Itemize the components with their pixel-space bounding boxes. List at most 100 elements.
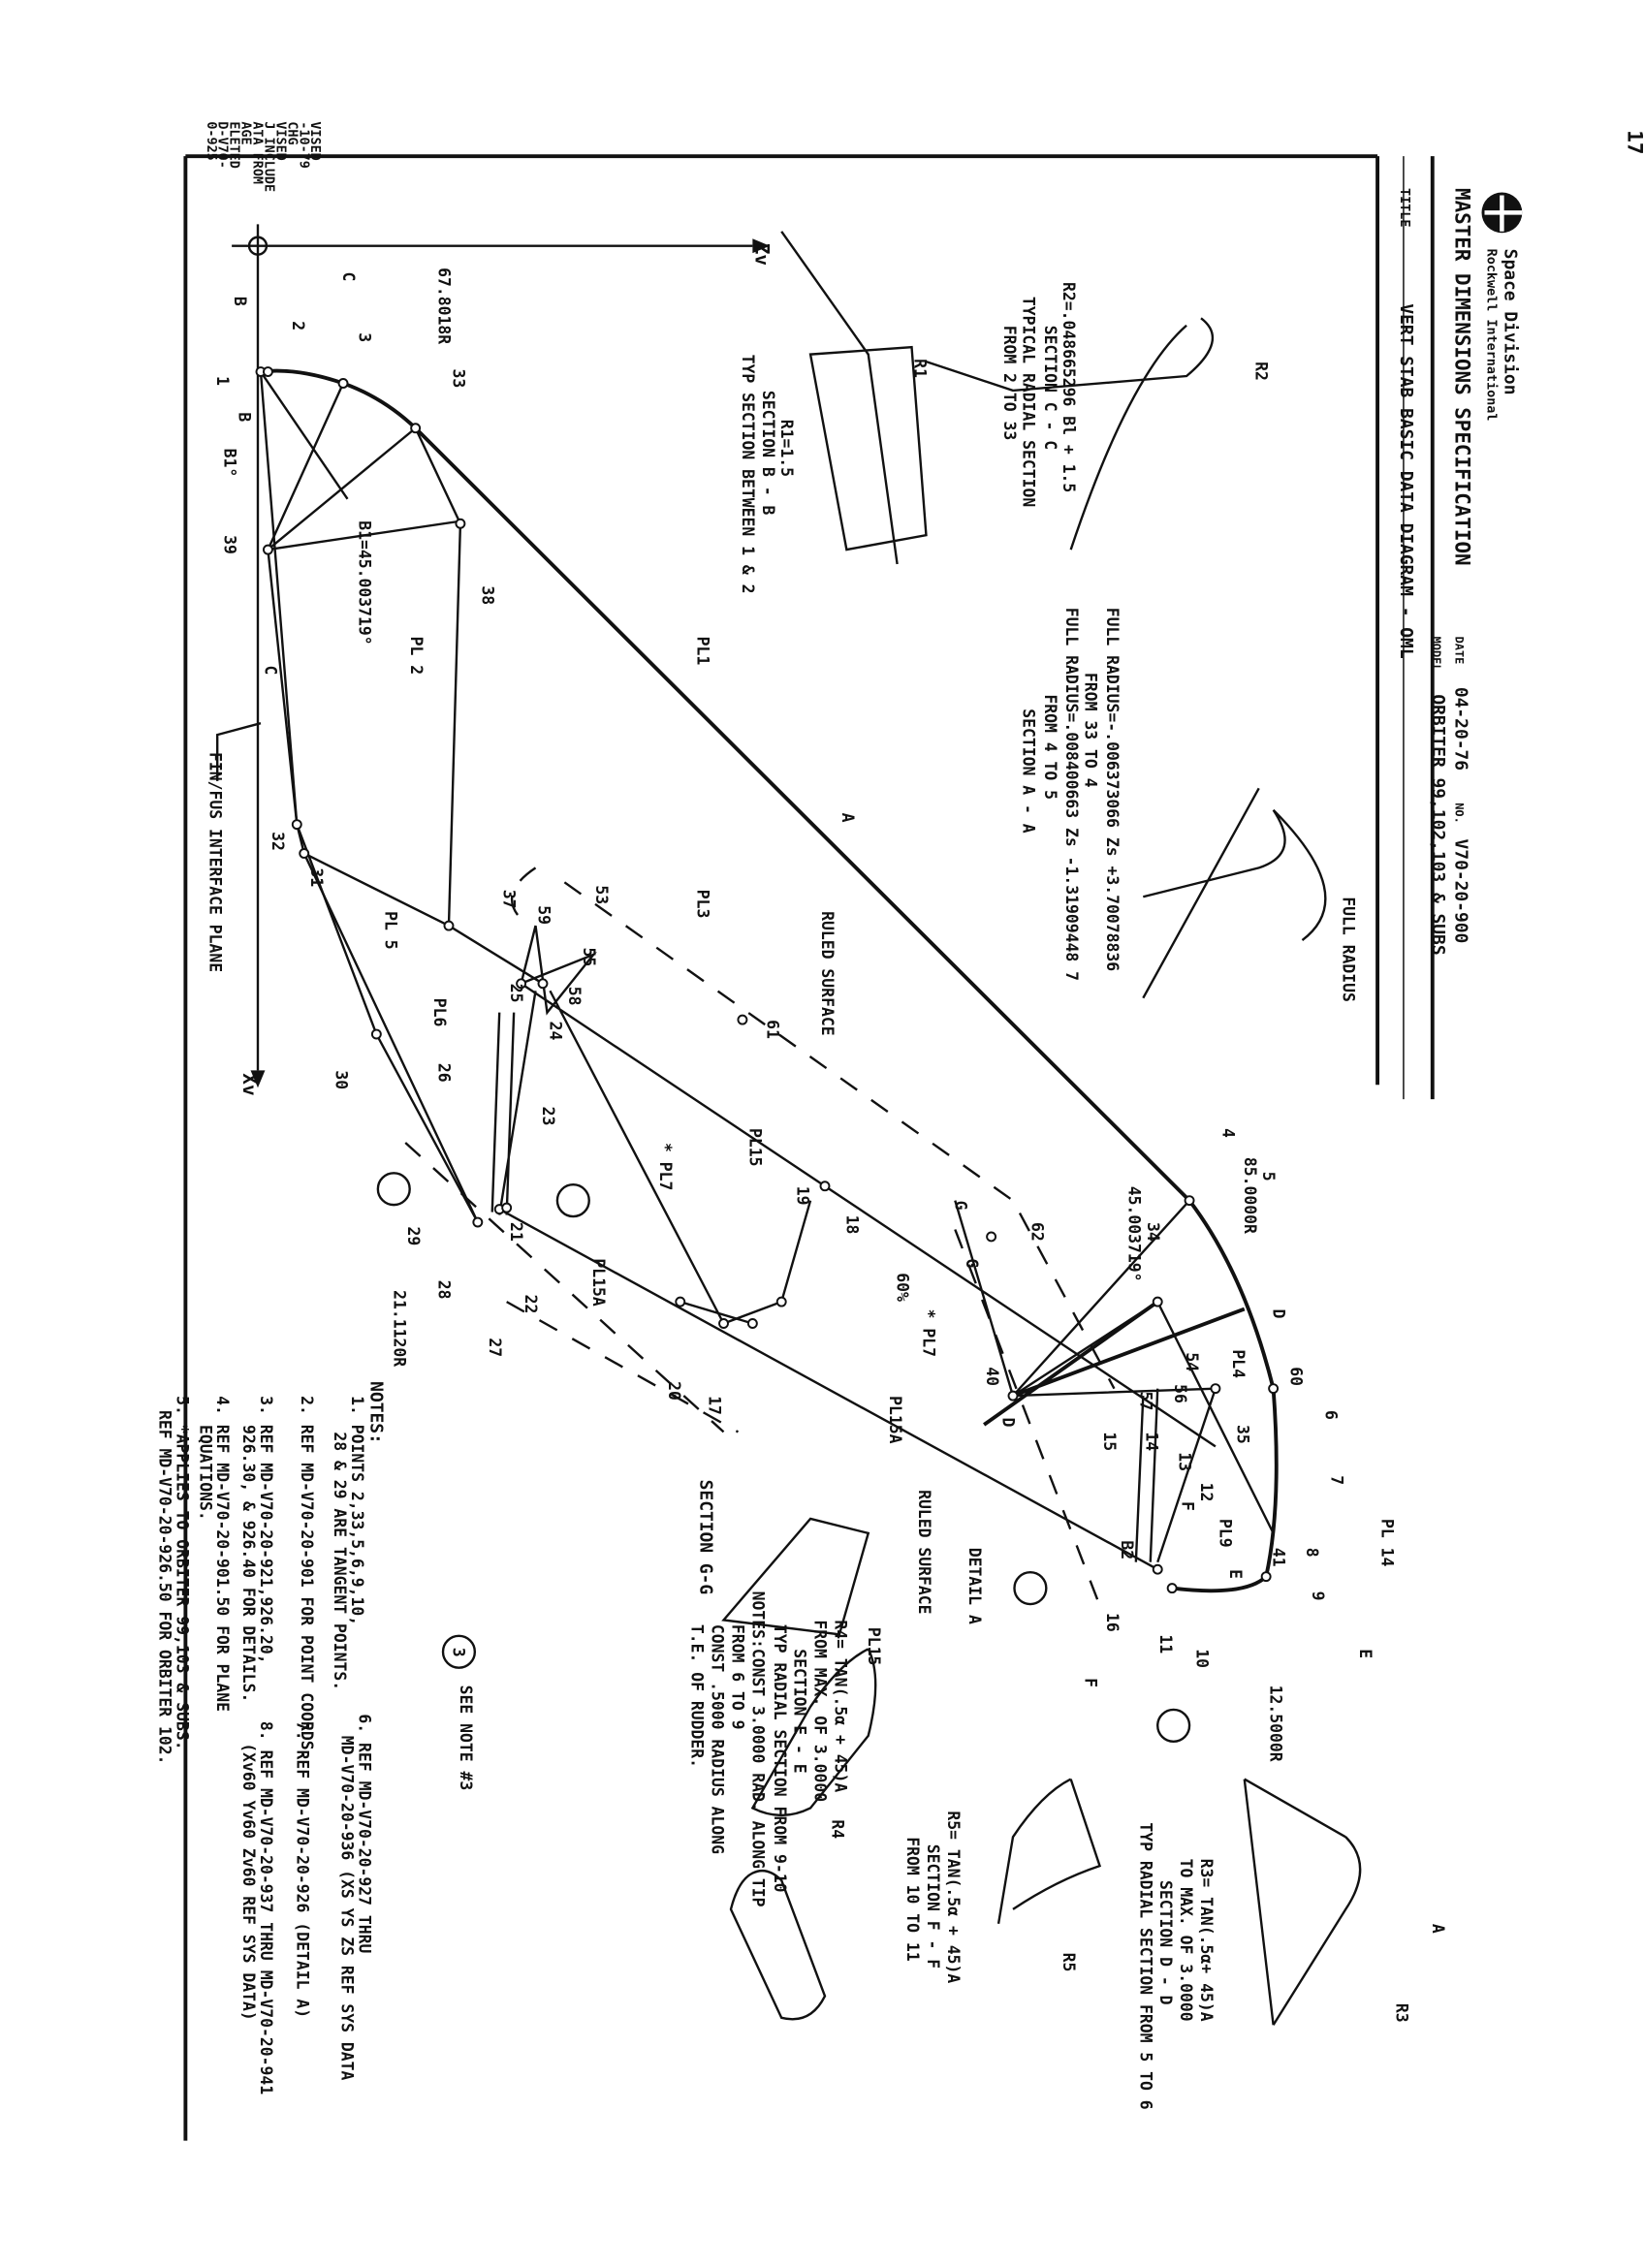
section-f-f-text: R5 — [1059, 1953, 1078, 1972]
zv-axis-label: Zv — [750, 243, 773, 266]
point-label: 31 — [307, 867, 326, 887]
section-d-d-text: TO MAX. OF 3.0000 — [1177, 1859, 1195, 2022]
revision-note: CHG — [284, 121, 299, 144]
revision-note: 0-925 — [204, 121, 218, 160]
point-marker — [1152, 1563, 1163, 1575]
point-marker — [410, 423, 422, 434]
point-label: 17 — [706, 1396, 724, 1415]
point-marker — [455, 518, 466, 529]
point-label: PL 14 — [1378, 1519, 1397, 1567]
point-marker — [370, 1028, 382, 1040]
note-3-badges — [376, 1172, 1191, 1743]
point-label: PL 5 — [381, 911, 399, 950]
point-label: G — [963, 1258, 981, 1268]
point-marker — [1007, 1390, 1019, 1402]
point-marker — [718, 1318, 729, 1329]
point-label: 38 — [478, 585, 496, 605]
notes-heading: NOTES: — [365, 1381, 386, 1444]
section-d-d-text: R3 — [1392, 2003, 1410, 2023]
point-marker — [1166, 1583, 1178, 1594]
section-f-f-text: SECTION F - F — [924, 1844, 942, 1969]
point-label: 37 — [500, 890, 519, 909]
point-label: E — [1226, 1569, 1245, 1579]
point-label: 3 — [355, 332, 373, 342]
point-label: PL3 — [694, 890, 712, 919]
point-label: 67.8018R — [435, 268, 454, 344]
point-markers — [255, 366, 1280, 1594]
point-label: B2 — [1118, 1540, 1136, 1559]
date-label: DATE — [1453, 637, 1467, 665]
point-label: PL15A — [589, 1258, 608, 1307]
section-c-c-text: R2=.048665296 Bl + 1.5 — [1059, 282, 1078, 492]
point-label: 30 — [332, 1070, 351, 1089]
point-label: 16 — [1103, 1613, 1122, 1632]
point-label: * PL7 — [919, 1309, 937, 1357]
section-c-c-text: FROM 2 TO 33 — [1000, 326, 1019, 441]
point-label: 33 — [449, 369, 467, 389]
point-marker — [1184, 1195, 1195, 1207]
point-label: 39 — [221, 535, 239, 554]
point-label: 60 — [1287, 1367, 1306, 1386]
revision-note: ATA FROM — [250, 121, 265, 184]
point-label: PL4 — [1229, 1349, 1248, 1378]
section-e-e-text: R4= TAN(.5α + 45)A — [831, 1620, 849, 1792]
section-d-d-text: SECTION D - D — [1156, 1880, 1175, 2005]
point-label: 2 — [289, 321, 307, 331]
company-subname: Rockwell International — [1483, 249, 1499, 422]
section-f-f-text: R5= TAN(.5α + 45)A — [944, 1811, 963, 1983]
point-marker — [516, 978, 527, 990]
point-marker — [746, 1318, 758, 1329]
point-label: 27 — [486, 1338, 504, 1357]
section-b-b-text: SECTION B - B — [759, 391, 777, 516]
point-label: PL15 — [865, 1627, 883, 1666]
revision-note: ELETED — [227, 121, 241, 168]
point-label: 40 — [983, 1367, 1001, 1386]
point-label: 34 — [1144, 1222, 1162, 1242]
point-label: A — [1429, 1924, 1447, 1934]
point-label: 12.5000R — [1267, 1685, 1285, 1762]
point-marker — [737, 1014, 748, 1025]
note-line: 1. POINTS 2,33,5,6,9,10, — [348, 1396, 366, 1625]
point-marker — [501, 1202, 513, 1213]
point-marker — [1268, 1383, 1280, 1395]
point-label: 45.003719° — [1124, 1186, 1143, 1282]
drawing-frame — [183, 154, 1435, 2141]
point-label: B — [236, 412, 254, 422]
point-label: 13 — [1176, 1452, 1194, 1471]
point-label: C — [339, 272, 358, 282]
point-label: PL6 — [430, 998, 449, 1027]
section-b-b-text: TYP SECTION BETWEEN 1 & 2 — [739, 355, 757, 594]
section-c-c-text: TYPICAL RADIAL SECTION — [1019, 297, 1037, 507]
point-marker — [299, 848, 310, 859]
point-label: B1=45.003719° — [355, 520, 373, 645]
point-label: F — [1082, 1678, 1100, 1687]
company-name: Space Division — [1500, 249, 1520, 395]
section-f-f-text: FROM 10 TO 11 — [903, 1837, 922, 1962]
revision-note: AGE — [238, 121, 253, 144]
point-marker — [1210, 1383, 1221, 1395]
point-label: 28 — [435, 1280, 454, 1300]
point-label: 41 — [1270, 1548, 1288, 1567]
point-label: 15 — [1100, 1432, 1119, 1451]
note-line: 7. REF MD-V70-20-926 (DETAIL A) — [293, 1721, 311, 2018]
section-e-e-text: NOTES:CONST 3.0000 RAD. ALONG TIP — [748, 1591, 767, 1907]
point-label: 61 — [763, 1020, 781, 1039]
point-label: B — [231, 297, 249, 306]
point-marker — [262, 544, 273, 555]
point-label: 20 — [665, 1381, 683, 1401]
point-label: DETAIL A — [965, 1548, 984, 1624]
point-marker — [337, 378, 349, 389]
point-label: 12 — [1197, 1483, 1216, 1502]
point-label: 35 — [1233, 1425, 1251, 1444]
point-label: 32 — [269, 832, 287, 851]
section-c-c-text: SECTION C - C — [1041, 326, 1059, 450]
point-label: PL9 — [1216, 1519, 1234, 1548]
point-label: FIN/FUS INTERFACE PLANE — [206, 752, 225, 972]
point-label: 21.1120R — [390, 1290, 408, 1367]
point-label: PL15A — [886, 1396, 904, 1444]
section-g-g-title: SECTION G-G — [696, 1480, 716, 1594]
point-label: 4 — [1218, 1128, 1237, 1138]
point-marker — [819, 1181, 831, 1192]
note-line: 28 & 29 ARE TANGENT POINTS. — [331, 1432, 349, 1690]
